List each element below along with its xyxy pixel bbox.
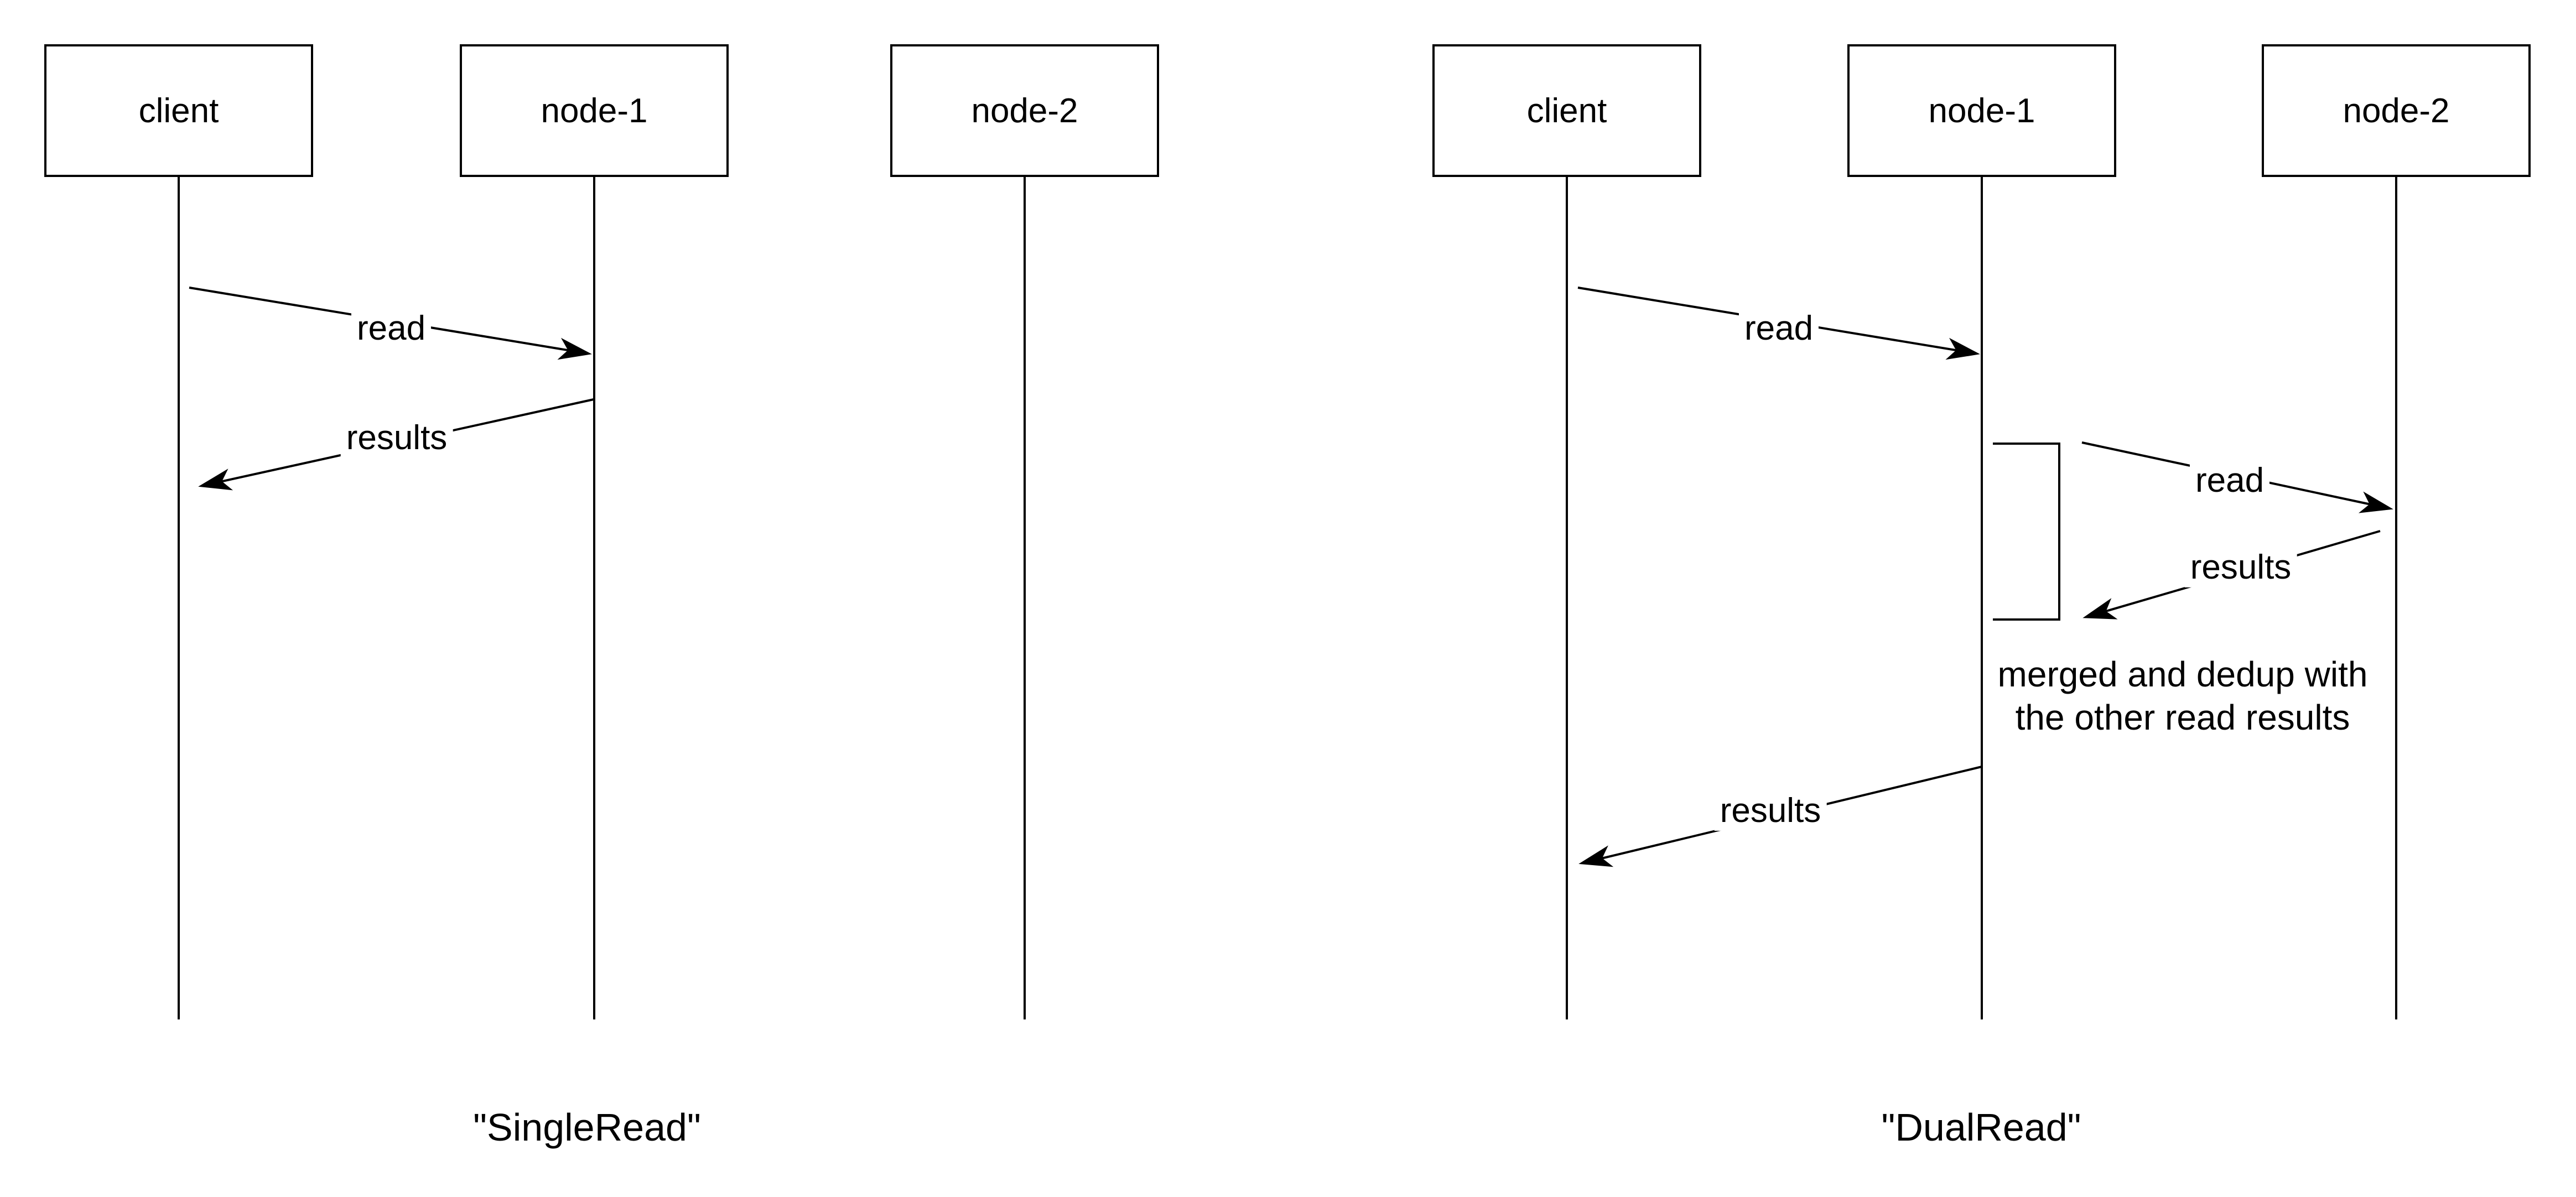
- message-label-read: read: [2189, 460, 2270, 501]
- actor-label: client: [1526, 91, 1607, 130]
- message-label-results: results: [2184, 547, 2297, 588]
- actor-box-node1-single: node-1: [460, 44, 729, 177]
- actor-box-node2-single: node-2: [890, 44, 1159, 177]
- diagram-caption-dual-read: "DualRead": [1881, 1106, 2081, 1149]
- actor-box-node1-dual: node-1: [1847, 44, 2116, 177]
- actor-box-node2-dual: node-2: [2262, 44, 2531, 177]
- actor-label: node-2: [2343, 91, 2450, 130]
- actor-label: node-1: [1928, 91, 2035, 130]
- message-label-results: results: [340, 418, 453, 459]
- actor-box-client-single: client: [44, 44, 313, 177]
- message-label-results: results: [1714, 790, 1827, 831]
- note-merged-dedup: merged and dedup with the other read res…: [1997, 654, 2368, 737]
- actor-label: client: [138, 91, 219, 130]
- actor-box-client-dual: client: [1432, 44, 1701, 177]
- actor-label: node-1: [541, 91, 648, 130]
- message-label-read: read: [1738, 308, 1819, 349]
- diagram-caption-single-read: "SingleRead": [473, 1106, 701, 1149]
- activation-bracket-node1: [1993, 443, 2060, 621]
- message-label-read: read: [351, 308, 432, 349]
- actor-label: node-2: [971, 91, 1078, 130]
